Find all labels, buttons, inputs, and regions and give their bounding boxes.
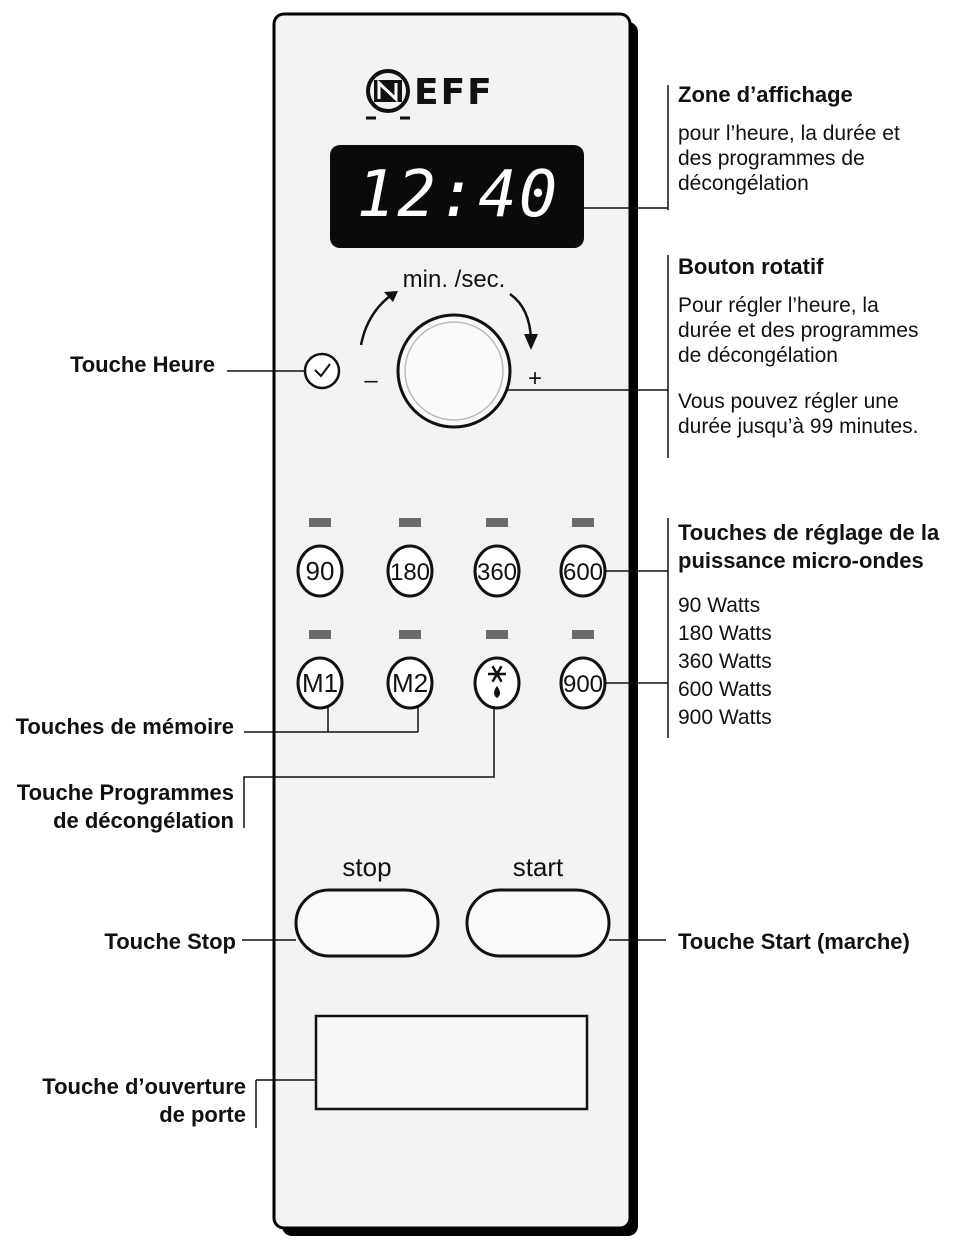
indicator-led (572, 518, 594, 527)
knob-label: min. /sec. (403, 266, 506, 293)
power-button-600-label: 600 (563, 559, 603, 586)
display-zone-title: Zone d’affichage (678, 82, 853, 107)
door-key-line-1: de porte (159, 1102, 246, 1127)
knob-minus: – (364, 367, 378, 394)
power-button-180-label: 180 (390, 559, 430, 586)
power-button-90[interactable]: 90 (296, 544, 344, 598)
second-led-row (309, 630, 594, 639)
display-screen (330, 145, 584, 248)
rotary-knob-title: Bouton rotatif (678, 254, 824, 279)
memory-button-m2[interactable]: M2 (386, 656, 434, 710)
start-label: start (513, 852, 564, 882)
power-button-row: 90 180 360 600 (296, 544, 607, 598)
rotary-knob-line-0: Pour régler l’heure, la (678, 294, 879, 317)
defrost-key-line-0: Touche Programmes (17, 780, 234, 805)
knob-arrow-left (359, 295, 391, 346)
rotary-knob-line2-0: Vous pouvez régler une (678, 390, 899, 413)
display-time: 12:40 (357, 158, 560, 232)
power-keys-line-2: 360 Watts (678, 650, 772, 673)
rotary-knob[interactable] (396, 313, 512, 429)
door-key-label: Touche d’ouverture de porte (42, 1074, 246, 1127)
rotary-knob-line-1: durée et des programmes (678, 319, 918, 342)
rotary-knob-line-2: de décongélation (678, 344, 838, 367)
power-button-360[interactable]: 360 (473, 544, 521, 598)
power-keys-line-0: 90 Watts (678, 594, 760, 617)
indicator-led (399, 518, 421, 527)
display-zone-line-2: décongélation (678, 172, 809, 195)
power-button-600[interactable]: 600 (559, 544, 607, 598)
clock-icon (314, 363, 331, 378)
clock-button[interactable] (303, 352, 341, 390)
indicator-led (486, 630, 508, 639)
power-keys-title-line-0: Touches de réglage de la (678, 520, 940, 545)
stop-label: stop (342, 852, 391, 882)
indicator-led (399, 630, 421, 639)
defrost-button[interactable] (473, 656, 521, 710)
brand-name: EFF (414, 72, 494, 113)
start-button[interactable] (465, 888, 611, 958)
stop-key-label: Touche Stop (104, 929, 236, 954)
display-zone-line-1: des programmes de (678, 147, 865, 170)
power-keys-line-1: 180 Watts (678, 622, 772, 645)
start-key-label: Touche Start (marche) (678, 929, 910, 954)
defrost-key-label: Touche Programmes de décongélation (17, 780, 234, 833)
memory-button-m1-label: M1 (302, 668, 338, 698)
memory-keys-label: Touches de mémoire (16, 714, 234, 739)
power-keys-line-3: 600 Watts (678, 678, 772, 701)
power-keys-line-4: 900 Watts (678, 706, 772, 729)
power-keys-title-line-1: puissance micro-ondes (678, 548, 924, 573)
second-button-row: M1 M2 900 (296, 656, 607, 710)
power-button-900-label: 900 (563, 671, 603, 698)
indicator-led (572, 630, 594, 639)
memory-button-m1[interactable]: M1 (296, 656, 344, 710)
stop-button[interactable] (294, 888, 440, 958)
snowflake-drop-icon (488, 665, 506, 698)
power-button-180[interactable]: 180 (386, 544, 434, 598)
memory-button-m2-label: M2 (392, 668, 428, 698)
door-key-line-0: Touche d’ouverture (42, 1074, 246, 1099)
leader-lines (227, 85, 669, 1128)
rotary-knob-line2-1: durée jusqu’à 99 minutes. (678, 415, 919, 438)
indicator-led (486, 518, 508, 527)
defrost-key-line-1: de décongélation (53, 808, 234, 833)
indicator-led (309, 518, 331, 527)
clock-key-label: Touche Heure (70, 352, 215, 377)
power-button-900[interactable]: 900 (559, 656, 607, 710)
knob-plus: + (528, 365, 542, 392)
neff-logo: EFF (366, 69, 494, 120)
power-button-90-label: 90 (306, 556, 335, 586)
power-keys-title: Touches de réglage de la puissance micro-… (678, 520, 940, 573)
door-open-button[interactable] (314, 1014, 589, 1111)
indicator-led (309, 630, 331, 639)
power-keys-list: 90 Watts 180 Watts 360 Watts 600 Watts 900 W… (678, 594, 772, 729)
display-zone-line-0: pour l’heure, la durée et (678, 122, 900, 145)
power-led-row (309, 518, 594, 527)
power-button-360-label: 360 (477, 559, 517, 586)
